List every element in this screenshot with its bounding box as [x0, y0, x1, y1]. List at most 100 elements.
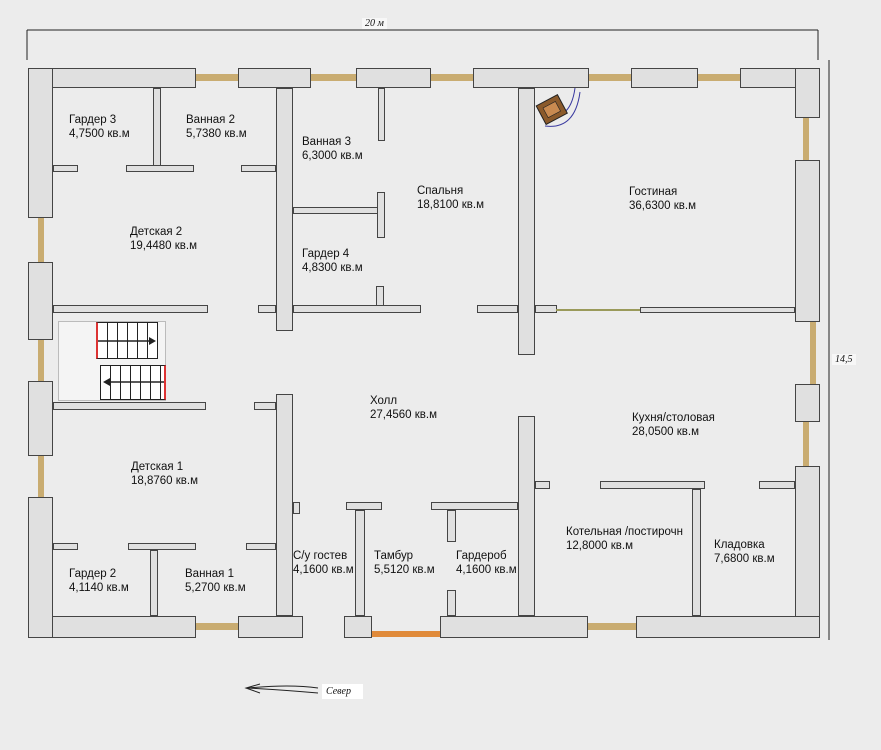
- interior-wall: [431, 502, 518, 510]
- room-area: 12,8000 кв.м: [566, 540, 634, 552]
- window: [810, 322, 816, 384]
- interior-wall: [378, 88, 385, 141]
- room-area: 18,8100 кв.м: [417, 199, 485, 211]
- interior-wall: [759, 481, 795, 489]
- room-label: Холл 27,4560 кв.м: [370, 394, 437, 422]
- room-area: 28,0500 кв.м: [632, 426, 700, 438]
- exterior-wall: [795, 68, 820, 118]
- window: [431, 74, 475, 81]
- room-label: Котельная /постирочн 12,8000 кв.м: [566, 525, 683, 553]
- room-name: Ванная 3: [302, 136, 351, 148]
- exterior-wall: [631, 68, 698, 88]
- window: [311, 74, 356, 81]
- exterior-wall: [28, 497, 53, 638]
- interior-wall: [556, 309, 640, 311]
- exterior-wall: [28, 262, 53, 340]
- exterior-wall: [28, 381, 53, 456]
- exterior-wall: [28, 68, 53, 218]
- window: [196, 623, 238, 630]
- room-name: Детская 2: [130, 226, 183, 238]
- interior-wall: [447, 590, 456, 616]
- window: [38, 340, 44, 382]
- room-label: Ванная 1 5,2700 кв.м: [185, 567, 246, 595]
- interior-wall: [377, 192, 385, 238]
- interior-wall: [640, 307, 795, 313]
- interior-wall: [53, 305, 208, 313]
- interior-wall: [518, 88, 535, 355]
- interior-wall: [447, 510, 456, 542]
- interior-wall: [346, 502, 382, 510]
- interior-wall: [535, 481, 550, 489]
- interior-wall: [53, 543, 78, 550]
- room-area: 5,5120 кв.м: [374, 564, 435, 576]
- room-name: Детская 1: [131, 461, 184, 473]
- room-name: Холл: [370, 395, 398, 407]
- room-name: Котельная /постирочн: [566, 526, 684, 538]
- room-label: С/у гостев 4,1600 кв.м: [293, 549, 354, 577]
- interior-wall: [293, 207, 385, 214]
- interior-wall: [128, 543, 196, 550]
- room-name: Гостиная: [629, 186, 678, 198]
- interior-wall: [241, 165, 276, 172]
- exterior-wall: [28, 616, 196, 638]
- room-area: 4,8300 кв.м: [302, 262, 363, 274]
- room-name: Спальня: [417, 185, 464, 197]
- exterior-wall: [238, 616, 303, 638]
- interior-wall: [518, 416, 535, 616]
- room-name: С/у гостев: [293, 550, 348, 562]
- window: [803, 422, 809, 467]
- interior-wall: [293, 305, 421, 313]
- room-area: 5,7380 кв.м: [186, 128, 247, 140]
- exterior-wall: [795, 384, 820, 422]
- dimension-height-label: 14,5: [832, 354, 856, 365]
- exterior-wall: [795, 466, 820, 638]
- room-area: 27,4560 кв.м: [370, 409, 438, 421]
- north-label: Север: [322, 684, 363, 699]
- window: [196, 74, 238, 81]
- room-name: Гардер 3: [69, 114, 117, 126]
- window: [588, 623, 636, 630]
- exterior-wall: [238, 68, 311, 88]
- interior-wall: [276, 394, 293, 616]
- room-area: 4,1600 кв.м: [293, 564, 354, 576]
- room-label: Гардер 4 4,8300 кв.м: [302, 247, 363, 275]
- room-name: Гардер 2: [69, 568, 117, 580]
- exterior-wall: [473, 68, 589, 88]
- room-area: 4,7500 кв.м: [69, 128, 130, 140]
- entrance-door: [372, 631, 440, 637]
- room-area: 18,8760 кв.м: [131, 475, 199, 487]
- window: [38, 218, 44, 262]
- window: [803, 118, 809, 160]
- interior-wall: [153, 88, 161, 167]
- room-area: 4,1140 кв.м: [69, 582, 129, 594]
- interior-wall: [477, 305, 518, 313]
- room-name: Ванная 1: [185, 568, 234, 580]
- room-name: Кухня/столовая: [632, 412, 715, 424]
- room-label: Ванная 2 5,7380 кв.м: [186, 113, 247, 141]
- room-name: Гардероб: [456, 550, 507, 562]
- interior-wall: [293, 502, 300, 514]
- room-name: Гардер 4: [302, 248, 350, 260]
- exterior-wall: [440, 616, 588, 638]
- room-label: Кухня/столовая 28,0500 кв.м: [632, 411, 715, 439]
- interior-wall: [254, 402, 276, 410]
- dimension-width-label: 20 м: [362, 18, 387, 29]
- room-name: Кладовка: [714, 539, 765, 551]
- room-area: 5,2700 кв.м: [185, 582, 246, 594]
- room-label: Спальня 18,8100 кв.м: [417, 184, 484, 212]
- interior-wall: [53, 402, 206, 410]
- window: [697, 74, 741, 81]
- room-label: Детская 1 18,8760 кв.м: [131, 460, 198, 488]
- room-area: 4,1600 кв.м: [456, 564, 517, 576]
- window: [38, 455, 44, 499]
- interior-wall: [535, 305, 557, 313]
- exterior-wall: [356, 68, 431, 88]
- room-name: Ванная 2: [186, 114, 235, 126]
